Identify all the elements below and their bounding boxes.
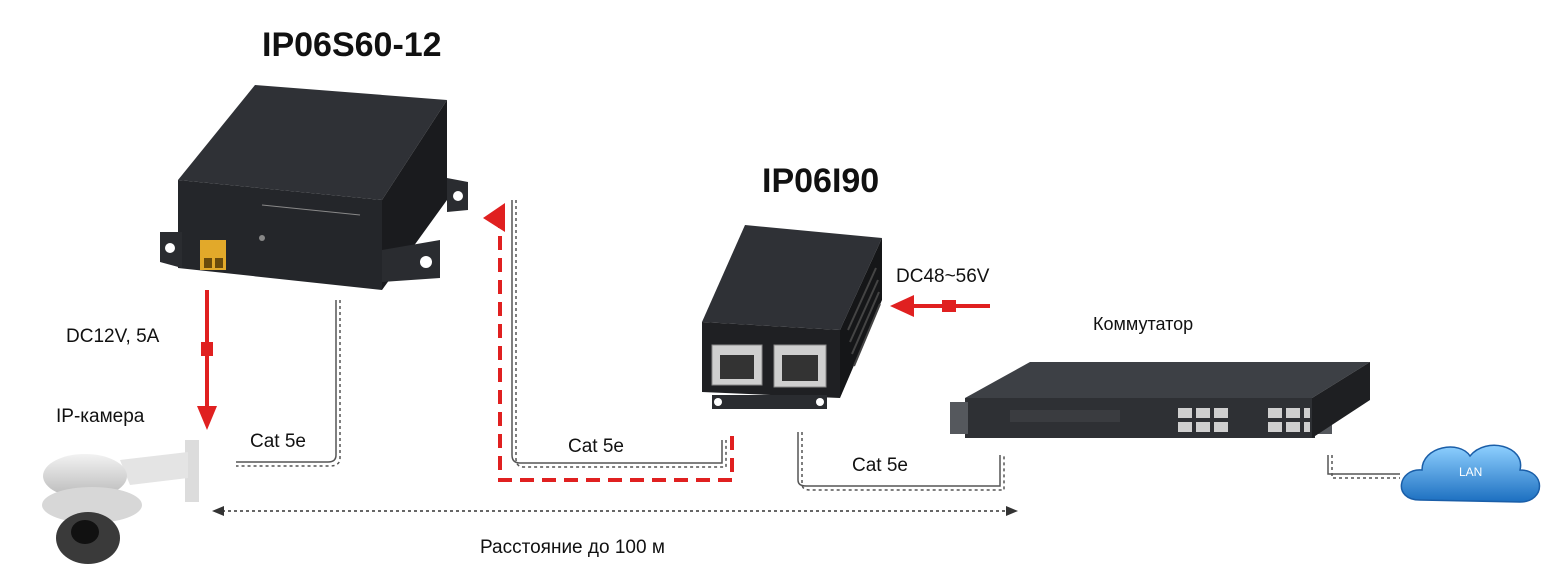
cable-label-3: Cat 5e <box>852 455 908 476</box>
power-arrow-camera <box>197 290 217 430</box>
poe-path-dashed <box>483 203 734 482</box>
lan-label: LAN <box>1459 465 1483 479</box>
splitter-title: IP06S60-12 <box>262 26 442 64</box>
cable-switch-lan <box>1327 455 1400 479</box>
ip-camera-label: IP-камера <box>56 406 145 427</box>
distance-arrow <box>212 506 1018 516</box>
lan-cloud-icon <box>1400 444 1541 503</box>
ip-camera-illustration <box>42 440 199 564</box>
cable-label-2: Cat 5e <box>568 436 624 457</box>
distance-label: Расстояние до 100 м <box>480 537 665 558</box>
power-arrow-injector <box>890 295 990 317</box>
cable-injector-switch <box>797 432 1005 491</box>
splitter-device <box>160 85 468 290</box>
dc-injector-label: DC48~56V <box>896 266 990 287</box>
switch-label: Коммутатор <box>1093 314 1194 334</box>
injector-title: IP06I90 <box>762 162 880 200</box>
cable-splitter-left <box>236 300 341 467</box>
cable-injector-splitter <box>511 200 727 468</box>
dc-camera-label: DC12V, 5A <box>66 326 160 347</box>
cable-label-1: Cat 5e <box>250 431 306 452</box>
injector-device <box>702 225 882 409</box>
network-switch <box>950 362 1370 438</box>
